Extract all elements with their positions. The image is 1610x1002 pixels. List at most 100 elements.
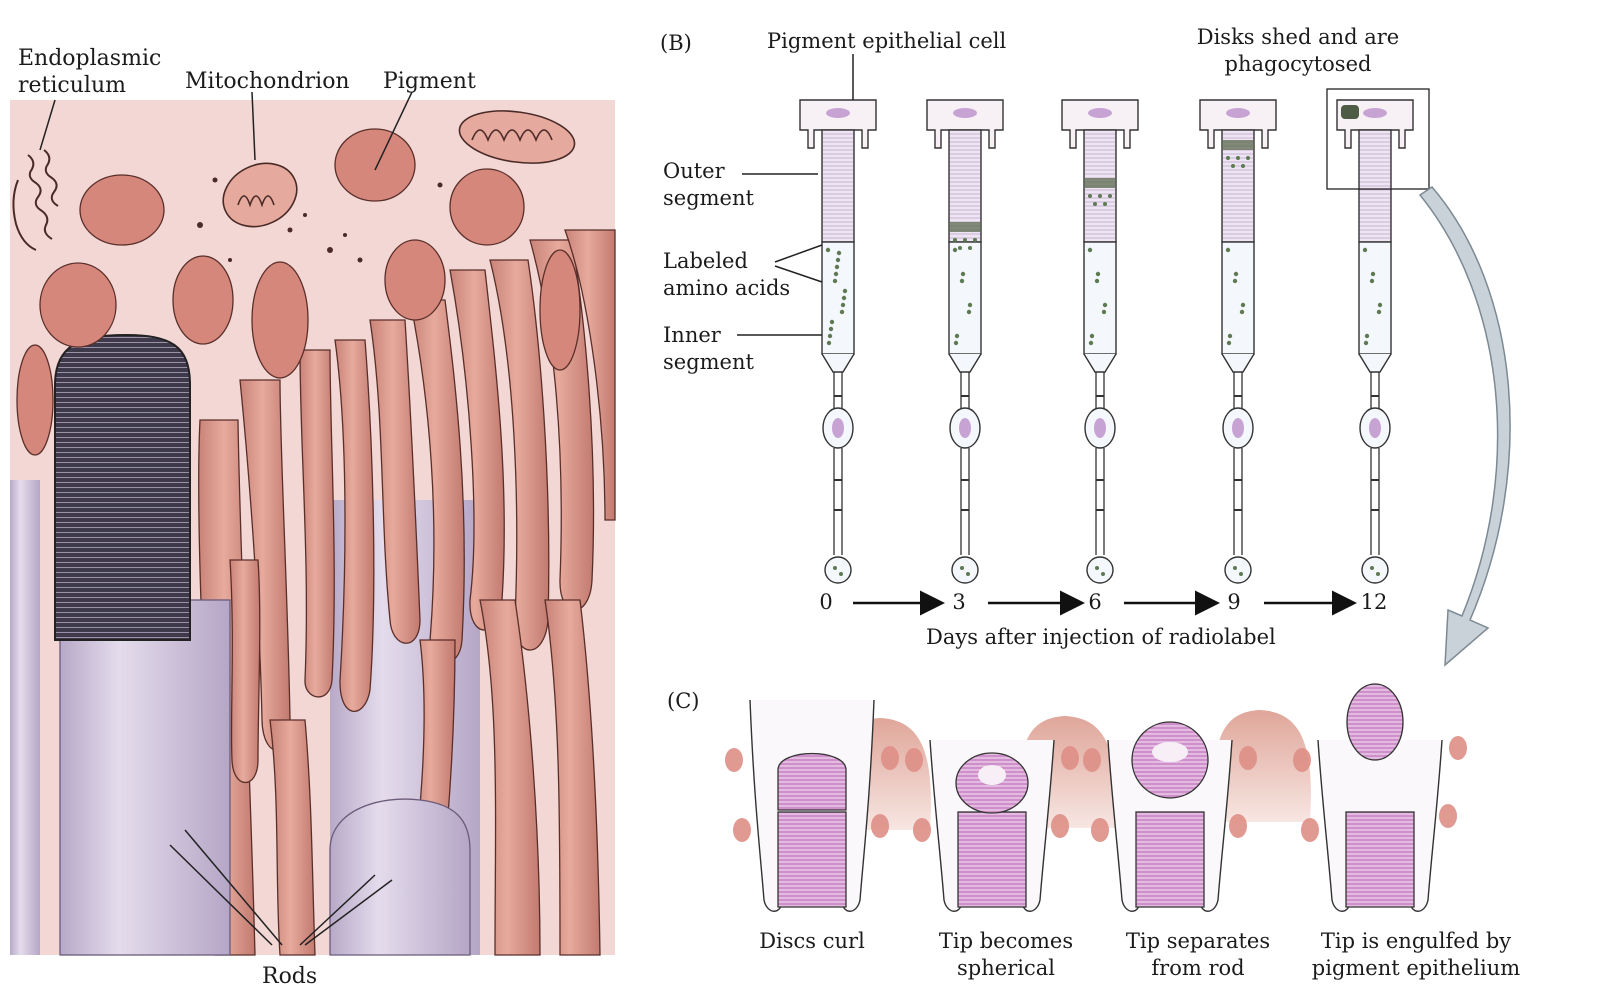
stage-caption-2-line2: spherical: [957, 956, 1055, 980]
stage-caption-3-line1: Tip separates: [1125, 929, 1271, 953]
stage-caption-2: Tip becomes spherical: [906, 928, 1106, 982]
label-disks-shed-line1: Disks shed and are: [1196, 25, 1400, 49]
label-dot: [839, 309, 845, 315]
label-mitochondrion: Mitochondrion: [185, 69, 350, 94]
label-dot: [825, 247, 831, 253]
label-dot: [967, 302, 973, 308]
pe-nucleus: [826, 108, 850, 118]
inner-segment: [1358, 241, 1392, 355]
label-dot: [828, 326, 834, 332]
synaptic-terminal: [1086, 556, 1114, 584]
label-dot: [1369, 278, 1375, 284]
rod-cell-day-4: [1336, 99, 1414, 584]
pigment-granule: [1239, 746, 1257, 770]
label-dot: [835, 257, 841, 263]
label-dot: [1239, 572, 1243, 576]
label-dot: [1239, 309, 1245, 315]
label-er-line2: reticulum: [18, 73, 126, 98]
label-dot: [1098, 194, 1102, 198]
panel-a-leader-lines: [39, 91, 413, 946]
label-pigment-epithelial-cell: Pigment epithelial cell: [767, 29, 1007, 53]
pigment-granule: [1061, 746, 1079, 770]
panel-b-annotations: [737, 54, 1430, 336]
pigment-epithelial-cell: [799, 99, 877, 149]
label-dot: [827, 333, 833, 339]
label-dot: [1094, 278, 1100, 284]
pe-nucleus: [1226, 108, 1250, 118]
pe-nucleus: [1088, 108, 1112, 118]
stage-caption-1: Discs curl: [722, 928, 902, 955]
label-endoplasmic-reticulum: Endoplasmic reticulum: [18, 45, 161, 99]
label-inner-line2: segment: [663, 350, 754, 374]
cell-nucleus: [1232, 418, 1244, 438]
endoplasmic-reticulum: [12, 149, 59, 251]
label-dot: [963, 238, 967, 242]
pigment-granules: [16, 128, 581, 456]
label-dot: [1233, 566, 1237, 570]
labeled-disk-band: [1222, 140, 1254, 150]
label-dot: [968, 246, 972, 250]
label-dot: [960, 271, 966, 277]
pigment-granule: [1301, 818, 1319, 842]
label-dot: [959, 278, 965, 284]
engulfed-tip: [1346, 683, 1404, 761]
label-dot: [1227, 333, 1233, 339]
label-dot: [841, 295, 847, 301]
label-pigment: Pigment: [383, 69, 476, 94]
pigment-granule: [733, 818, 751, 842]
label-dot: [953, 238, 957, 242]
stage-caption-3: Tip separates from rod: [1098, 928, 1298, 982]
label-dot: [952, 247, 958, 253]
disk-stack: [1135, 811, 1205, 908]
epithelium-hump-2: [1213, 710, 1311, 822]
label-dot: [1241, 164, 1245, 168]
label-dot: [1232, 278, 1238, 284]
label-dot: [958, 246, 962, 250]
stage-caption-4: Tip is engulfed by pigment epithelium: [1296, 928, 1536, 982]
label-labeled-line1: Labeled: [663, 249, 748, 273]
cell-nucleus: [1094, 418, 1106, 438]
disk-stack: [777, 811, 847, 908]
cell-nucleus: [1369, 418, 1381, 438]
inner-taper: [1083, 353, 1117, 373]
label-dot: [1103, 202, 1107, 206]
label-er-line1: Endoplasmic: [18, 46, 162, 71]
synaptic-terminal: [1224, 556, 1252, 584]
label-dot: [1226, 340, 1232, 346]
shedding-stage-1: [725, 699, 899, 912]
pigment-epithelial-cell: [1199, 99, 1277, 149]
disk-stack: [957, 811, 1027, 908]
inner-taper: [948, 353, 982, 373]
pigment-granule: [881, 746, 899, 770]
label-dot: [1108, 194, 1112, 198]
mitochondria: [222, 110, 576, 228]
label-dot: [1362, 247, 1368, 253]
rod-shaft-left: [10, 480, 40, 955]
cell-nucleus: [959, 418, 971, 438]
pigment-epithelial-cell: [1061, 99, 1139, 149]
label-dot: [1363, 340, 1369, 346]
inner-segment: [1083, 241, 1117, 355]
pigment-granule: [871, 814, 889, 838]
synaptic-terminal: [1361, 556, 1389, 584]
stage-caption-3-line2: from rod: [1151, 956, 1245, 980]
label-outer-segment: Outer segment: [663, 158, 754, 212]
label-dot: [966, 572, 970, 576]
label-dot: [1376, 309, 1382, 315]
curved-arrow-to-panel-c: [1418, 186, 1511, 667]
label-dot: [1095, 566, 1099, 570]
label-dot: [833, 566, 837, 570]
panel-b-letter: (B): [660, 31, 692, 55]
panel-a-illustration: [10, 91, 616, 956]
labeled-disk-band: [1084, 178, 1116, 188]
label-dot: [1226, 156, 1230, 160]
label-dot: [1376, 572, 1380, 576]
label-dot: [833, 271, 839, 277]
pigment-granule: [1091, 818, 1109, 842]
outer-segment: [821, 129, 855, 243]
label-dot: [1093, 202, 1097, 206]
pigment-granule: [1439, 804, 1457, 828]
label-dot: [1370, 271, 1376, 277]
